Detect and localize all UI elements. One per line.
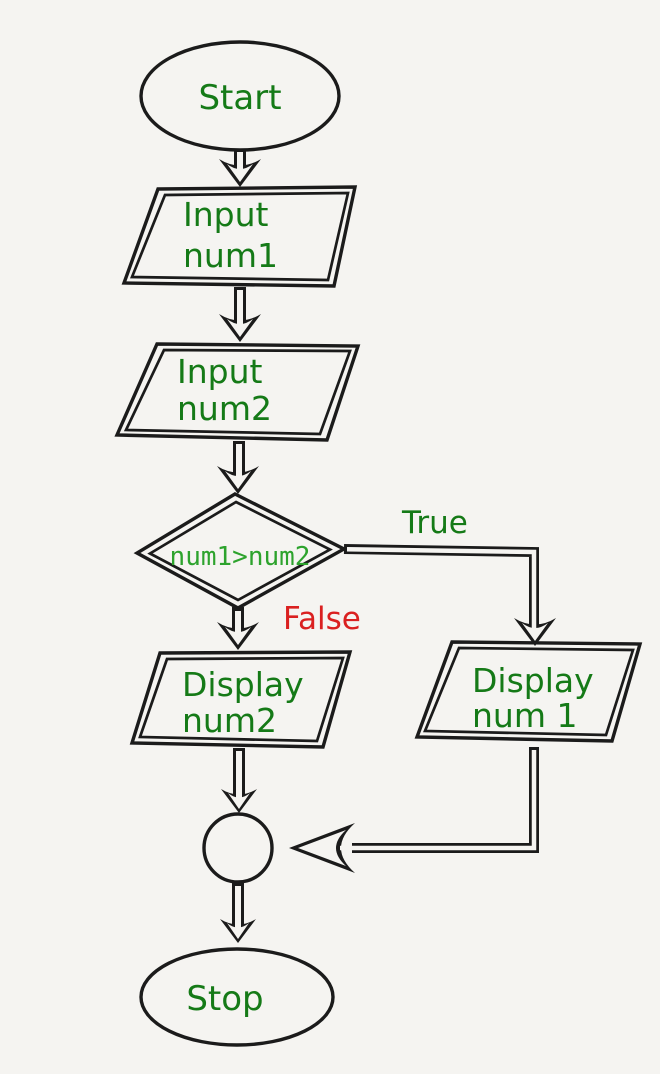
- input-num1-shape-outer: [121, 185, 358, 288]
- display-num2-shape-inner: [138, 656, 345, 743]
- junction-circle: [202, 812, 274, 884]
- input-num1-label-line2: num1: [183, 236, 278, 275]
- input-num2-label-line2: num2: [177, 389, 272, 428]
- arrow-input2-to-decision: [217, 441, 259, 494]
- arrow-true-branch: [343, 544, 556, 646]
- display-num1-shape-outer: [414, 640, 643, 743]
- input-num2-label-line1: Input: [177, 352, 263, 391]
- true-branch-label: True: [401, 505, 468, 541]
- decision-condition-label: num1>num2: [170, 542, 311, 572]
- input-num1-label-line1: Input: [183, 195, 269, 234]
- input-num2-shape-inner: [123, 348, 352, 436]
- display-num1-label-line2: num 1: [472, 696, 577, 735]
- arrow-input1-to-input2: [219, 287, 261, 342]
- arrow-display1-to-junction: [289, 747, 539, 873]
- display-num1-shape-inner: [423, 646, 635, 737]
- start-label: Start: [198, 78, 281, 118]
- input-num1-shape-inner: [130, 191, 350, 282]
- arrow-junction-to-stop: [220, 883, 256, 943]
- display-num1-label-line1: Display: [472, 661, 594, 700]
- arrow-start-to-input1: [219, 149, 261, 187]
- arrow-display2-to-junction: [221, 748, 257, 813]
- stop-label: Stop: [186, 979, 263, 1019]
- stop-node-shape: [139, 947, 335, 1047]
- arrow-false-branch: [217, 607, 259, 650]
- input-num2-shape-outer: [114, 342, 361, 442]
- false-branch-label: False: [283, 601, 361, 637]
- decision-shape-inner: [147, 500, 333, 602]
- display-num2-label-line2: num2: [182, 701, 277, 740]
- display-num2-label-line1: Display: [182, 665, 304, 704]
- display-num2-shape-outer: [129, 650, 353, 749]
